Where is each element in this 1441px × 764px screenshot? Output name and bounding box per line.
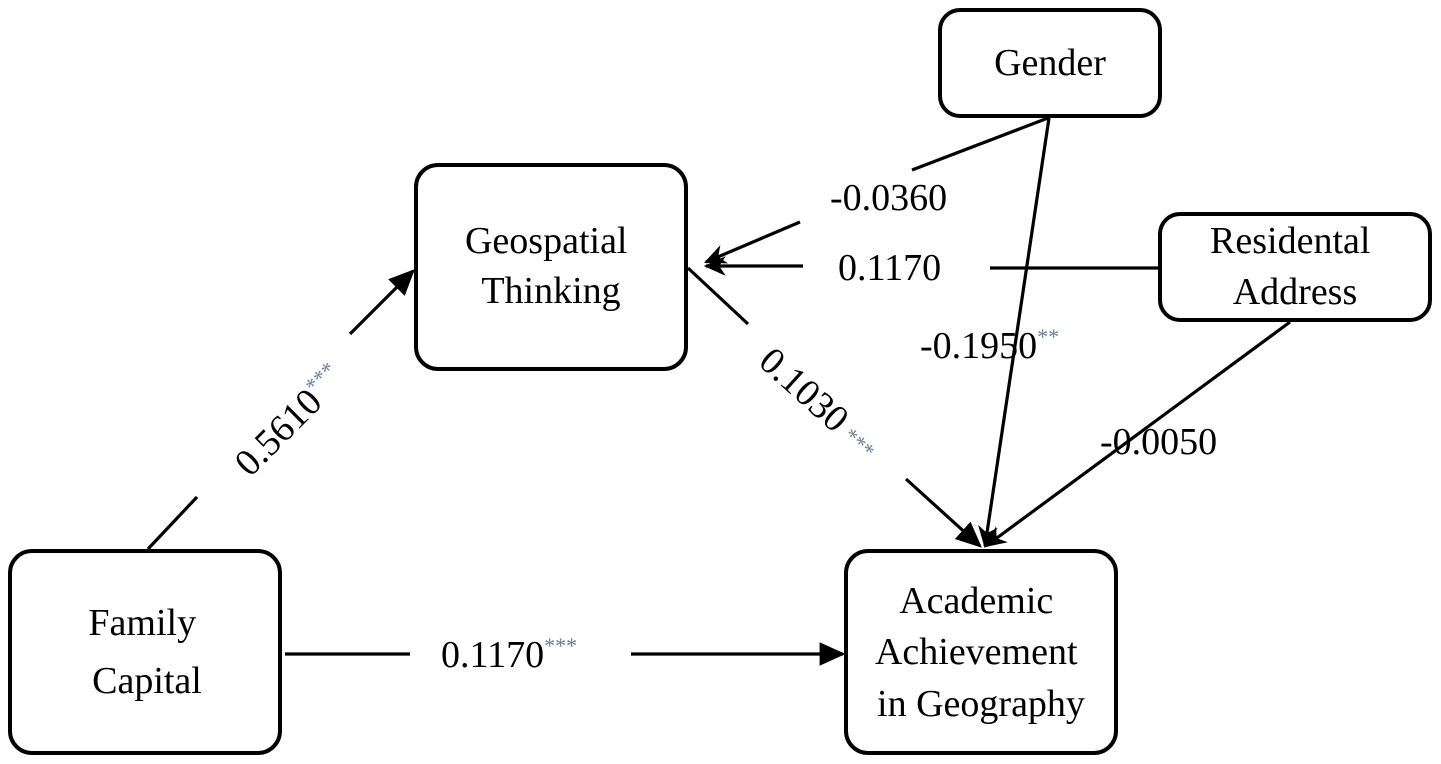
edge-geospatial-to-academic-tail — [686, 266, 750, 326]
node-gender-line-1: Gender — [994, 42, 1106, 84]
node-family-line-1: Family — [88, 602, 196, 644]
edge-family-to-geospatial-tail — [146, 495, 199, 551]
node-geospatial-thinking: Geospatial Thinking — [414, 163, 688, 371]
label-family-to-geospatial: 0.5610*** — [226, 357, 354, 485]
node-residential-line-1: Residental — [1210, 220, 1370, 262]
svg-text:Family Capital: Family Capital — [88, 602, 205, 702]
edge-gender-to-geospatial-tail — [911, 116, 1049, 172]
node-geospatial-line-1: Geospatial — [465, 220, 628, 262]
edge-geospatial-to-academic-head — [904, 477, 982, 548]
node-academic-line-1: Academic — [899, 580, 1053, 622]
node-academic-line-3: in Geography — [877, 683, 1085, 725]
label-residential-to-academic: -0.0050 — [1100, 421, 1217, 463]
edge-residential-to-academic — [984, 320, 1291, 548]
label-gender-to-geospatial: -0.0360 — [830, 177, 947, 219]
svg-text:Gender: Gender — [994, 42, 1106, 84]
node-geospatial-line-2: Thinking — [481, 270, 620, 312]
edge-gender-to-geospatial-head — [703, 220, 801, 264]
label-residential-to-geospatial: 0.1170 — [838, 247, 941, 289]
node-academic-achievement: Academic Achievement in Geography — [844, 549, 1118, 755]
node-residential-line-2: Address — [1233, 271, 1358, 313]
node-family-line-2: Capital — [92, 660, 202, 702]
node-residential-address: Residental Address — [1158, 212, 1432, 322]
node-family-capital: Family Capital — [8, 549, 282, 755]
edge-gender-to-academic — [978, 117, 1051, 549]
svg-text:Residental Address: Residental Address — [1210, 220, 1380, 313]
label-family-to-academic: 0.1170*** — [441, 633, 577, 676]
edge-family-to-geospatial-head — [348, 269, 415, 336]
label-geospatial-to-academic: 0.1030*** — [751, 339, 887, 468]
node-academic-line-2: Achievement — [875, 631, 1078, 673]
svg-text:Academic Achievement: Academic Achievement in Geography — [875, 580, 1087, 725]
label-gender-to-academic: -0.1950** — [920, 324, 1059, 367]
node-gender: Gender — [938, 8, 1162, 118]
svg-text:Geospatial Thinking: Geospatial Thinking — [465, 220, 637, 312]
